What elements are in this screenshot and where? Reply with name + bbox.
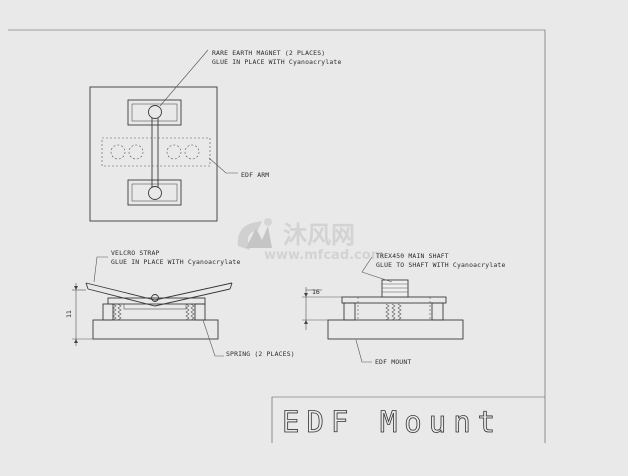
drawing-border	[8, 29, 546, 443]
magnet-leader	[159, 49, 209, 107]
dim-right: 16	[312, 288, 320, 296]
right-side-view	[302, 279, 464, 340]
velcro-label-1: VELCRO STRAP	[111, 249, 160, 257]
spring-label: SPRING (2 PLACES)	[226, 350, 295, 358]
edf-arm-outline	[101, 137, 211, 167]
title-block-frame	[271, 396, 545, 443]
watermark-url: www.mfcad.com	[264, 248, 384, 263]
watermark-chinese: 沐风网	[283, 221, 355, 249]
lower-magnet-pad	[127, 179, 182, 206]
left-spring-2	[185, 303, 190, 321]
shaft-label-2: GLUE TO SHAFT WITH Cyanoacrylate	[376, 261, 506, 269]
top-view-plate	[89, 86, 218, 222]
velcro-label-2: GLUE IN PLACE WITH Cyanoacrylate	[111, 258, 241, 266]
left-base-plate	[92, 319, 219, 340]
shaft-leader	[361, 256, 393, 283]
shaft-label-1: TREX450 MAIN SHAFT	[376, 252, 449, 260]
upper-magnet-pad	[127, 99, 182, 126]
title-block-text: EDF Mount	[282, 405, 502, 439]
upper-magnet	[148, 105, 162, 119]
spring-leader	[202, 319, 224, 357]
edf-arm-leader	[208, 157, 238, 174]
left-spring-1	[112, 303, 117, 321]
mount-label: EDF MOUNT	[375, 358, 411, 366]
mount-leader	[355, 339, 372, 363]
right-arm	[341, 296, 447, 304]
right-spring-2	[397, 303, 402, 321]
right-base-plate	[327, 319, 464, 340]
magnet-label-2: GLUE IN PLACE WITH Cyanoacrylate	[212, 58, 342, 66]
left-side-view	[72, 282, 233, 346]
velcro-strap	[85, 282, 233, 301]
magnet-label-1: RARE EARTH MAGNET (2 PLACES)	[212, 49, 325, 57]
main-shaft	[381, 279, 409, 298]
dim-left: 11	[65, 310, 73, 318]
velcro-leader	[93, 256, 108, 283]
edf-arm-label: EDF ARM	[241, 171, 269, 179]
top-view	[89, 86, 218, 222]
watermark-logo-icon	[237, 218, 272, 250]
watermark: 沐风网 www.mfcad.com	[237, 218, 384, 263]
lower-magnet	[148, 186, 162, 200]
right-spring-1	[385, 303, 390, 321]
